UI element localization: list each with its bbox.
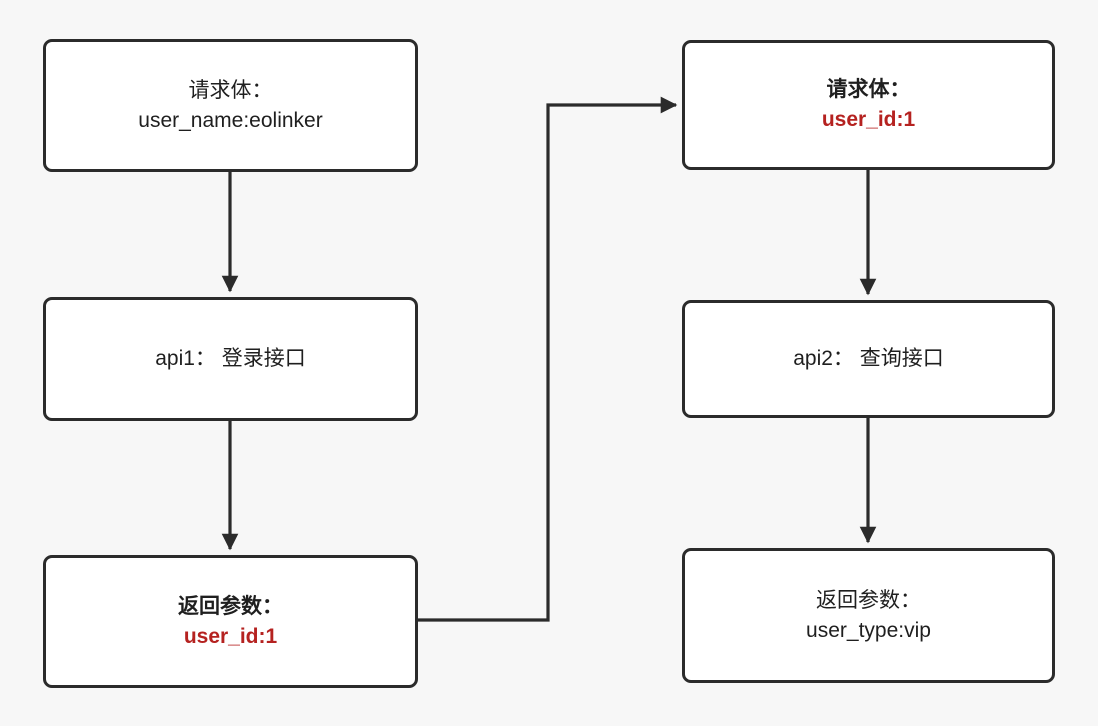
node-api1[interactable]: api1： 登录接口 (43, 297, 418, 421)
node-login-request-value: user_name:eolinker (138, 108, 323, 132)
node-query-request-title: 请求体： (826, 78, 911, 102)
node-query-response-title: 返回参数： (816, 588, 921, 612)
node-api2-label: api2： 查询接口 (793, 347, 944, 371)
edge-login-response-to-query-request (418, 96, 678, 622)
node-query-response-value: user_type:vip (806, 618, 931, 642)
node-query-response[interactable]: 返回参数： user_type:vip (682, 548, 1055, 683)
node-login-response-title: 返回参数： (178, 594, 283, 618)
node-query-request[interactable]: 请求体： user_id:1 (682, 40, 1055, 170)
node-api1-label: api1： 登录接口 (155, 347, 306, 371)
node-query-request-value: user_id:1 (821, 108, 916, 131)
node-login-response-value: user_id:1 (183, 624, 278, 648)
node-api2[interactable]: api2： 查询接口 (682, 300, 1055, 418)
node-login-request-title: 请求体： (188, 78, 273, 102)
node-login-response[interactable]: 返回参数： user_id:1 (43, 555, 418, 688)
node-login-request[interactable]: 请求体： user_name:eolinker (43, 39, 418, 172)
